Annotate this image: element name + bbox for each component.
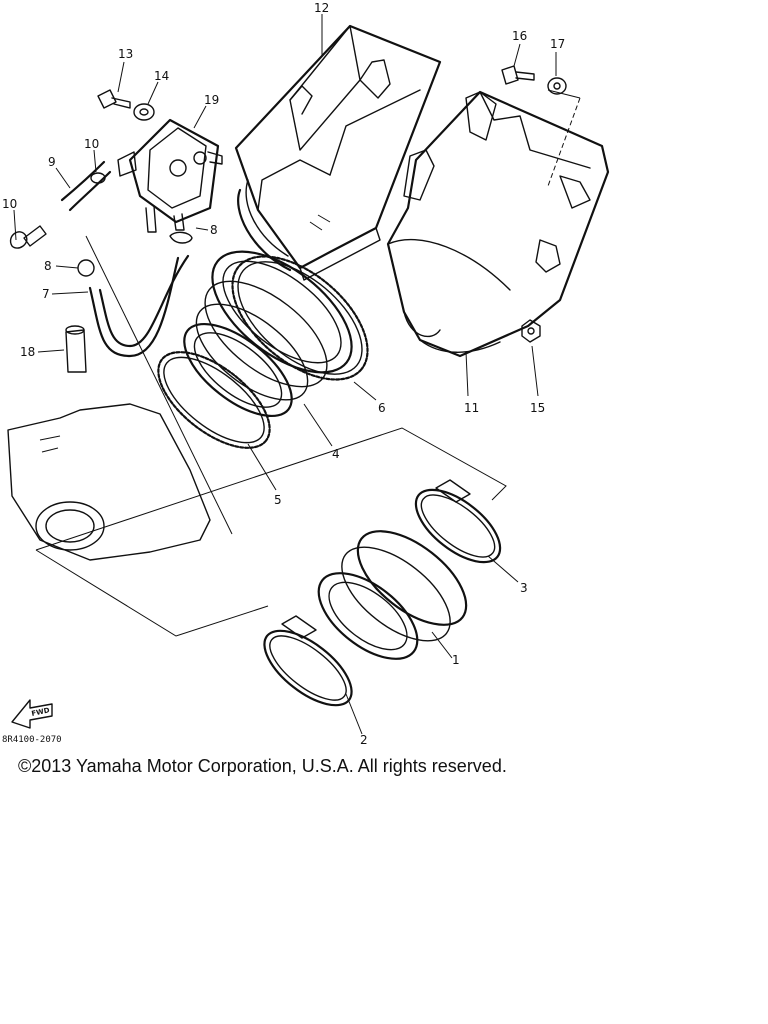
callout-14: 14 [154,69,169,83]
exploded-parts-diagram: 12 13 14 19 10 9 10 8 8 7 18 16 17 15 11… [2,1,610,747]
washer-14 [133,103,155,121]
callout-2: 2 [360,733,368,747]
bolt-13 [97,89,131,109]
callout-12: 12 [314,1,329,15]
clamp-2 [263,615,353,707]
callout-13: 13 [118,47,133,61]
nut-15 [521,319,541,343]
clip-10-left [9,225,47,249]
hose-9 [60,160,112,212]
hose-7 [88,254,190,358]
drawing-code: 8R4100-2070 [2,735,62,745]
callout-1: 1 [452,653,460,667]
leader-lines [13,14,581,735]
clip-10-right [90,172,106,184]
washer-17 [547,77,567,95]
air-box-case [234,24,442,281]
fwd-label: FWD [31,706,51,718]
bolt-16 [501,65,535,85]
copyright-notice: ©2013 Yamaha Motor Corporation, U.S.A. A… [18,756,507,776]
gasket-6 [231,255,369,381]
cap-18 [65,325,87,373]
callout-labels: 12 13 14 19 10 9 10 8 8 7 18 16 17 15 11… [2,1,565,747]
callout-10-left: 10 [2,197,17,211]
forward-arrow-icon: FWD [11,699,53,729]
assembly-group-outline [35,235,507,637]
callout-3: 3 [520,581,528,595]
callout-10-right: 10 [84,137,99,151]
gasket-5 [157,351,271,449]
reed-valve-assembly [117,118,223,233]
callout-15: 15 [530,401,545,415]
clamp-8-upper [169,231,193,244]
callout-9: 9 [48,155,56,169]
callout-18: 18 [20,345,35,359]
callout-17: 17 [550,37,565,51]
callout-11: 11 [464,401,479,415]
intake-joint [317,530,468,660]
callout-16: 16 [512,29,527,43]
callout-8-lower: 8 [44,259,52,273]
clamp-8-lower [77,259,95,277]
callout-5: 5 [274,493,282,507]
clamp-3 [414,479,502,564]
callout-6: 6 [378,401,386,415]
callout-7: 7 [42,287,50,301]
callout-4: 4 [332,447,340,461]
callout-8-upper: 8 [210,223,218,237]
air-box-cover [386,90,610,358]
engine-outline [7,403,211,561]
callout-19: 19 [204,93,219,107]
